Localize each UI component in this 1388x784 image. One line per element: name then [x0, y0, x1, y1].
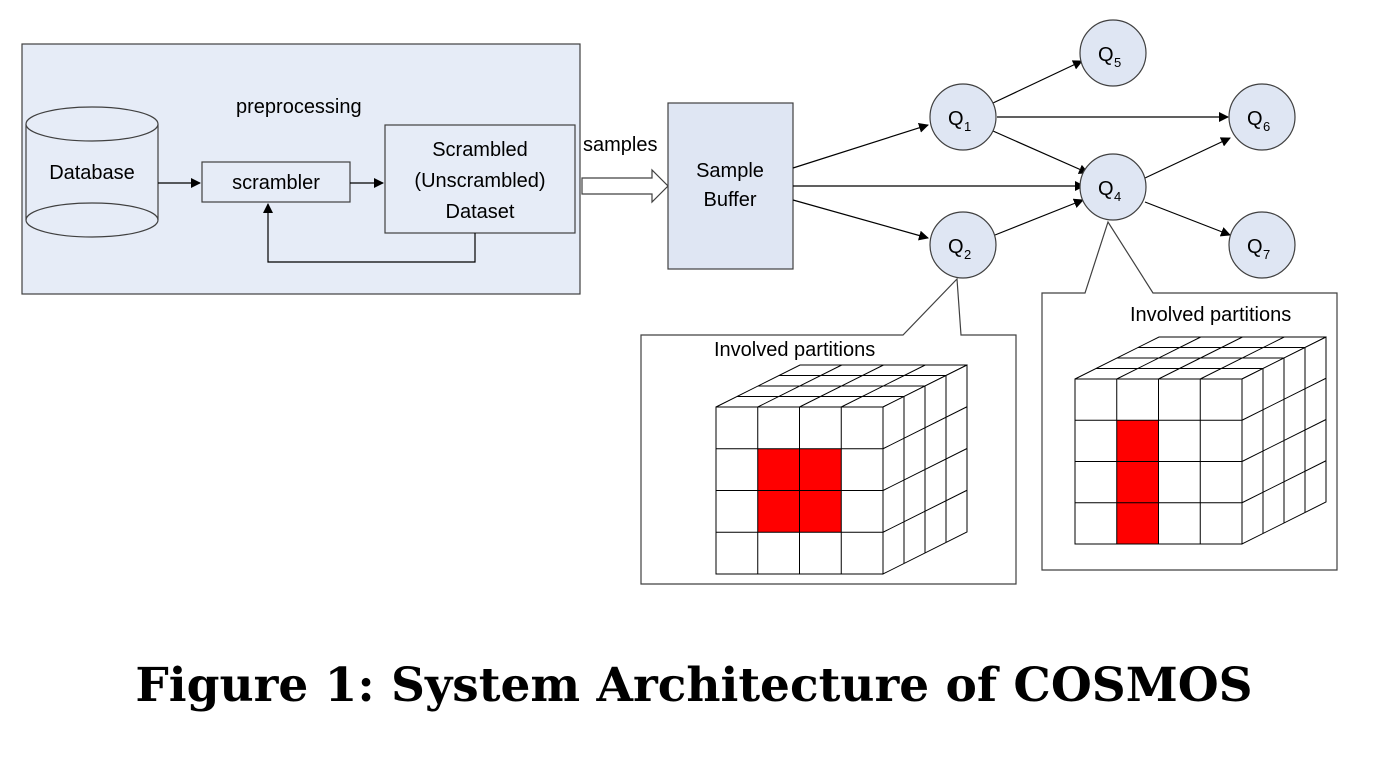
highlighted-partition	[757, 490, 800, 533]
partition-cube-left	[715, 364, 968, 575]
svg-text:Q: Q	[1247, 108, 1263, 130]
query-node-q7: Q 7	[1228, 211, 1296, 279]
figure-caption: Figure 1: System Architecture of COSMOS	[135, 658, 1252, 713]
preprocessing-label: preprocessing	[236, 96, 362, 118]
samples-arrow	[581, 168, 669, 204]
dataset-label-line2: (Unscrambled)	[414, 170, 545, 192]
query-node-q6: Q 6	[1228, 83, 1296, 151]
partitions-right-label: Involved partitions	[1130, 304, 1291, 326]
samples-label: samples	[583, 134, 657, 156]
highlighted-partition	[1116, 502, 1159, 544]
highlighted-partition	[1116, 420, 1159, 462]
partition-cube-right	[1074, 336, 1327, 545]
edge-q1-q4	[992, 130, 1089, 174]
dataset-box	[384, 124, 576, 234]
query-node-q4: Q 4	[1079, 153, 1147, 221]
scrambler-box	[201, 161, 351, 203]
highlighted-partition	[799, 448, 842, 491]
edge-buffer-q1	[792, 122, 929, 169]
edge-q1-q5	[992, 60, 1083, 104]
database-label: Database	[49, 162, 135, 184]
svg-text:2: 2	[964, 247, 971, 262]
svg-text:Q: Q	[948, 236, 964, 258]
dataset-label-line1: Scrambled	[432, 139, 528, 161]
query-node-q5: Q 5	[1079, 19, 1147, 87]
query-node-q1: Q 1	[929, 83, 997, 151]
sample-buffer-box	[667, 102, 794, 270]
highlighted-partition	[757, 448, 800, 491]
svg-text:7: 7	[1263, 247, 1270, 262]
svg-text:Q: Q	[1098, 178, 1114, 200]
edge-q4-q7	[1144, 201, 1231, 237]
feedback-arrow	[263, 203, 476, 263]
edge-buffer-q2	[792, 199, 929, 241]
buffer-label-line1: Sample	[696, 160, 764, 182]
buffer-label-line2: Buffer	[704, 189, 757, 211]
svg-text:Q: Q	[1247, 236, 1263, 258]
scrambler-label: scrambler	[232, 172, 320, 194]
highlighted-partition	[1116, 461, 1159, 503]
svg-text:4: 4	[1114, 189, 1121, 204]
highlighted-partition	[799, 490, 842, 533]
partitions-left-label: Involved partitions	[714, 339, 875, 361]
edge-q2-q4	[994, 198, 1084, 236]
svg-text:Q: Q	[948, 108, 964, 130]
svg-text:6: 6	[1263, 119, 1270, 134]
svg-text:1: 1	[964, 119, 971, 134]
edge-q4-q6	[1144, 137, 1231, 179]
svg-text:Q: Q	[1098, 44, 1114, 66]
svg-text:5: 5	[1114, 55, 1121, 70]
database-cylinder	[25, 106, 159, 238]
dataset-label-line3: Dataset	[446, 201, 515, 223]
query-node-q2: Q 2	[929, 211, 997, 279]
